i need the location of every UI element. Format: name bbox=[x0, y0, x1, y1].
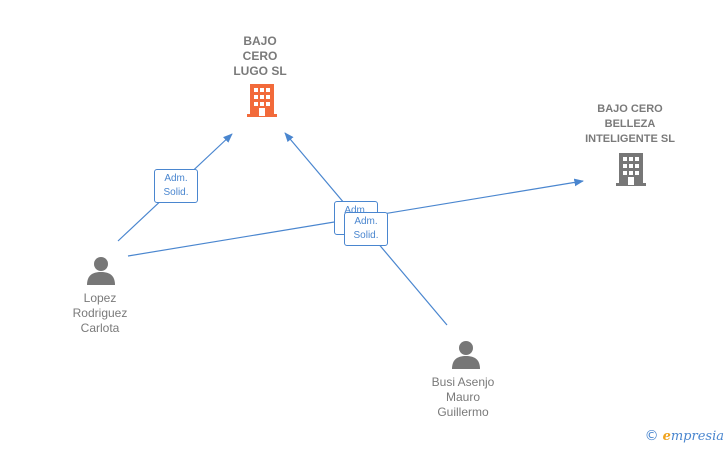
person-icon[interactable] bbox=[87, 257, 115, 285]
company-label-lugo[interactable]: BAJO CERO LUGO SL bbox=[233, 34, 287, 78]
copyright-icon: © bbox=[644, 428, 659, 444]
relation-role: Adm. bbox=[164, 173, 188, 184]
company-label-belleza[interactable]: BAJO CERO BELLEZA INTELIGENTE SL bbox=[585, 103, 675, 145]
brand-name: mpresia bbox=[670, 429, 724, 444]
relation-badge[interactable]: Adm. Solid. bbox=[154, 169, 198, 203]
relation-role: Adm. bbox=[344, 205, 368, 216]
brand-initial: e bbox=[662, 429, 671, 444]
building-icon[interactable] bbox=[616, 153, 646, 186]
person-label-lopez[interactable]: Lopez Rodriguez Carlota bbox=[72, 291, 128, 335]
relation-type: Solid. bbox=[353, 230, 379, 241]
building-icon[interactable] bbox=[247, 84, 277, 117]
relation-type: Solid. bbox=[163, 187, 189, 198]
relation-badge[interactable]: Adm. Solid. bbox=[344, 212, 388, 246]
person-label-busi[interactable]: Busi Asenjo Mauro Guillermo bbox=[431, 375, 495, 419]
brand-logo: ©empresia bbox=[645, 428, 724, 444]
person-icon[interactable] bbox=[452, 341, 480, 369]
relation-role: Adm. bbox=[354, 216, 378, 227]
